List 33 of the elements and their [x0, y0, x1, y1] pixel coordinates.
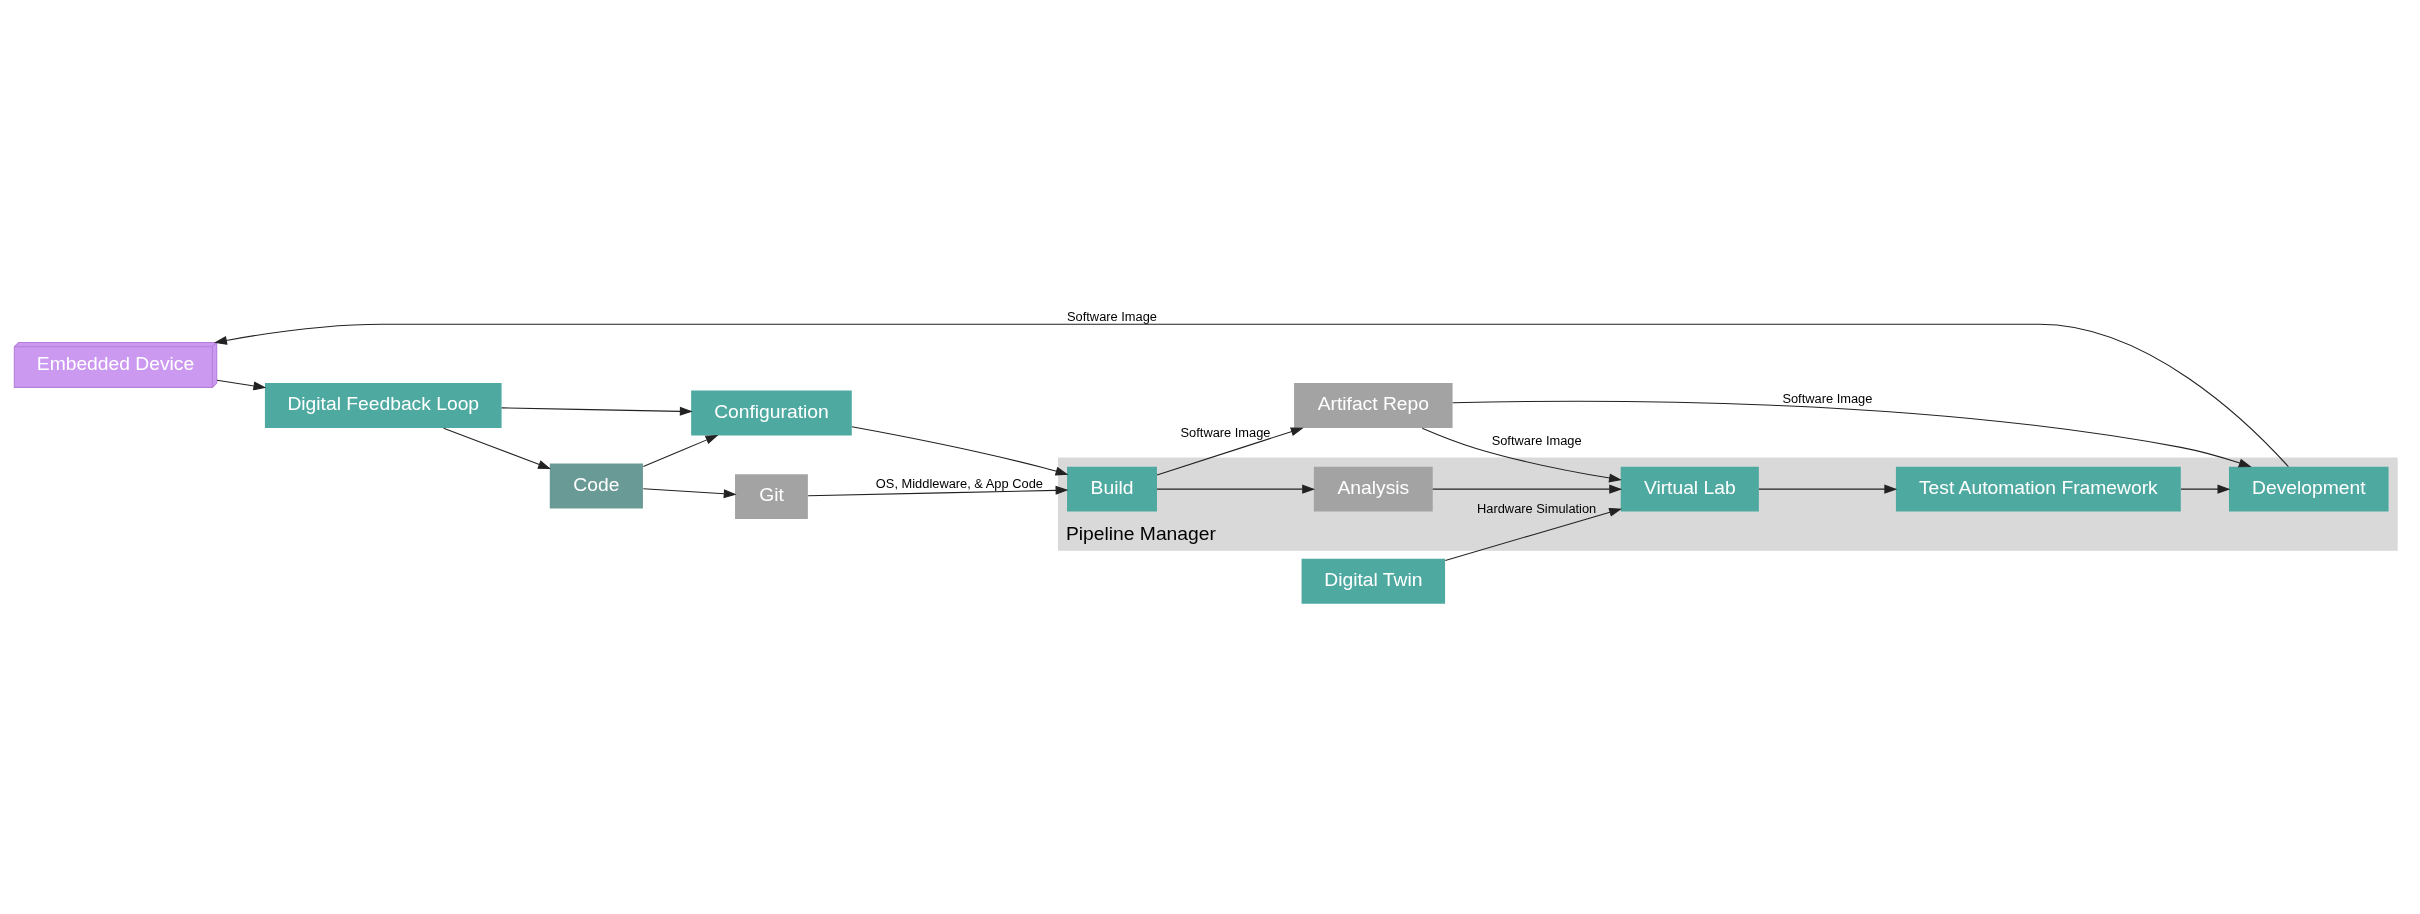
node-box: Analysis: [1313, 466, 1433, 512]
arrow: [1156, 427, 1304, 476]
arrow: [642, 434, 719, 468]
arrow: [501, 406, 693, 416]
arrow: [807, 485, 1069, 497]
arrow: [1444, 507, 1622, 561]
node-box: Digital Twin: [1301, 558, 1446, 604]
arrow: [1421, 427, 1622, 483]
arrow: [443, 427, 551, 470]
arrow: [1156, 484, 1316, 494]
arrow: [1452, 400, 2252, 468]
arrow: [1758, 484, 1898, 494]
node-box: Artifact Repo: [1294, 383, 1453, 429]
node-box: Configuration: [691, 390, 852, 436]
arrow: [216, 379, 267, 391]
edge-label: Software Image: [1491, 432, 1582, 448]
edge-label: Software Image: [1067, 308, 1157, 324]
edge-label: Software Image: [1782, 391, 1873, 407]
node-box: Git: [735, 474, 808, 520]
node-box: Virtual Lab: [1620, 466, 1759, 512]
node-box: Digital Feedback Loop: [264, 383, 502, 429]
arrow: [642, 488, 737, 499]
edge-label: OS, Middleware, & App Code: [875, 475, 1043, 491]
arrow: [851, 426, 1069, 476]
node-box: Test Automation Framework: [1895, 466, 2181, 512]
arrow: [2180, 484, 2231, 494]
arrow: [214, 323, 2289, 468]
node-box: Build: [1067, 466, 1157, 512]
arrow: [1432, 484, 1623, 494]
node-box: Development: [2229, 466, 2389, 512]
edge-label: Software Image: [1180, 425, 1271, 441]
edge-label: Hardware Simulation: [1477, 501, 1597, 517]
node-box: Code: [549, 463, 643, 509]
